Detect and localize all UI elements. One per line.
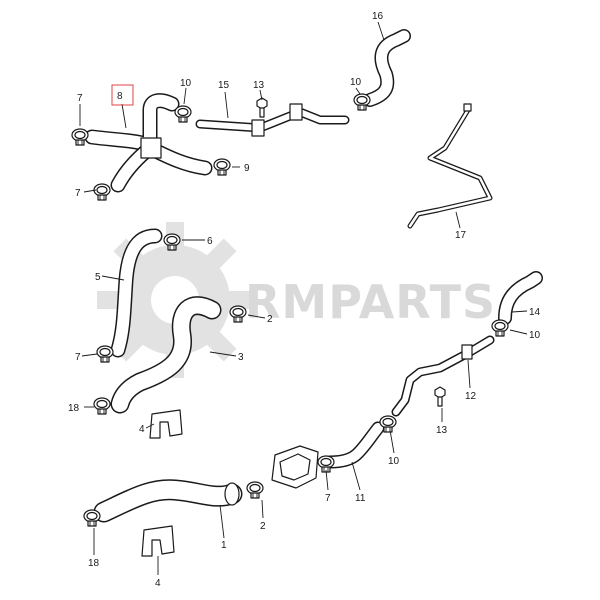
callout-10a[interactable]: 10 [180, 78, 192, 89]
callout-2a[interactable]: 2 [267, 314, 273, 325]
part-11-hose [323, 421, 385, 469]
callout-10c[interactable]: 10 [529, 330, 541, 341]
thermostat-housing [271, 445, 319, 489]
bolt-13b [434, 386, 446, 407]
watermark-text: RMPARTS [245, 275, 496, 329]
callout-3[interactable]: 3 [238, 352, 244, 363]
clamp-7c [96, 345, 114, 363]
callout-9[interactable]: 9 [244, 163, 250, 174]
callout-18b[interactable]: 18 [88, 558, 100, 569]
callout-18a[interactable]: 18 [68, 403, 80, 414]
callout-7b[interactable]: 7 [75, 188, 81, 199]
callout-10d[interactable]: 10 [388, 456, 400, 467]
callout-14[interactable]: 14 [529, 307, 541, 318]
clamp-9 [213, 158, 231, 176]
bolt-13a [256, 97, 268, 118]
callout-4b[interactable]: 4 [155, 578, 161, 589]
part-5-hose [110, 228, 163, 358]
clamp-18a [93, 397, 111, 415]
callout-16[interactable]: 16 [372, 11, 384, 22]
part-15-pipe [195, 103, 350, 137]
callout-7d[interactable]: 7 [325, 493, 331, 504]
callout-labels: 8 7 7 10 15 13 10 16 9 17 6 5 2 3 7 18 4… [68, 11, 541, 589]
clamp-2a [229, 305, 247, 323]
callout-7a[interactable]: 7 [77, 93, 83, 104]
part-12-pipe [391, 335, 495, 417]
clamp-10a [174, 105, 192, 123]
clamp-10c [491, 319, 509, 337]
clamp-2b [246, 481, 264, 499]
clamp-7a [71, 128, 89, 146]
clamp-7b [93, 183, 111, 201]
callout-15[interactable]: 15 [218, 80, 230, 91]
part-17-bracket [407, 103, 493, 229]
clamp-7d [317, 455, 335, 473]
callout-5[interactable]: 5 [95, 272, 101, 283]
callout-7c[interactable]: 7 [75, 352, 81, 363]
callout-17[interactable]: 17 [455, 230, 467, 241]
callout-1[interactable]: 1 [221, 540, 227, 551]
callout-2b[interactable]: 2 [260, 521, 266, 532]
callout-4a[interactable]: 4 [139, 424, 145, 435]
part-16-hose [363, 29, 411, 107]
callout-13a[interactable]: 13 [253, 80, 265, 91]
callout-6[interactable]: 6 [207, 236, 213, 247]
clamp-18b [83, 509, 101, 527]
callout-12[interactable]: 12 [465, 391, 477, 402]
callout-8[interactable]: 8 [117, 91, 123, 102]
clamp-10b [353, 93, 371, 111]
part-1-hose [93, 479, 243, 523]
part-8-y-hose [84, 93, 213, 193]
callout-10b[interactable]: 10 [350, 77, 362, 88]
bracket-4b [141, 525, 175, 557]
callout-13b[interactable]: 13 [436, 425, 448, 436]
bracket-4a [149, 409, 183, 439]
watermark: RMPARTS [97, 222, 496, 378]
leader-lines [79, 21, 528, 575]
callout-8-highlight-box [111, 84, 134, 106]
part-14-hose [498, 271, 543, 325]
part-3-hose [110, 296, 222, 414]
callout-11[interactable]: 11 [355, 493, 366, 504]
